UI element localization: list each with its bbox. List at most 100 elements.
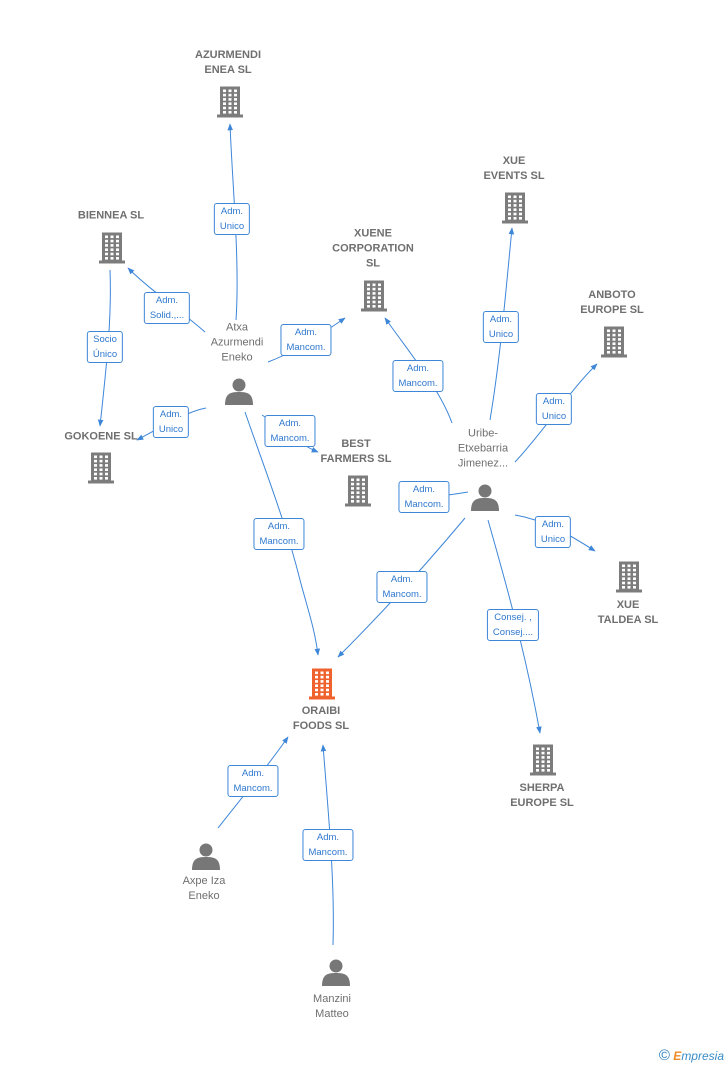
person-icon-atxa[interactable]: [225, 378, 253, 406]
edge-label-line: Adm.: [267, 521, 291, 532]
node-label-gokoene[interactable]: GOKOENE SL: [64, 430, 137, 445]
edge-label-line: Unico: [219, 221, 245, 232]
edge-atxa-to-oraibi: [244, 411, 321, 656]
node-label-line: SL: [365, 257, 381, 270]
edge-label-atxa-to-xuene[interactable]: Adm. Mancom.: [280, 324, 332, 356]
node-label-line: EVENTS SL: [483, 170, 545, 182]
edge-label-uribe-to-xuene[interactable]: Adm. Mancom.: [392, 360, 444, 392]
node-label-xuene[interactable]: XUENE CORPORATION SL: [332, 227, 414, 272]
edge-label-line: Adm.: [406, 363, 430, 374]
edge-label-line: Adm.: [294, 327, 318, 338]
person-icon-uribe[interactable]: [471, 484, 499, 512]
brand-logo-text: mpresia: [681, 1049, 724, 1063]
edge-label-line: Socio: [93, 334, 117, 345]
edge-label-line: Solid.,...: [149, 310, 185, 321]
copyright-icon: ©: [658, 1047, 670, 1064]
edge-label-line: Consej. ,: [494, 612, 532, 623]
edge-label-line: Mancom.: [270, 433, 310, 444]
building-icon-oraibi[interactable]: [309, 668, 335, 700]
node-label-line: FARMERS SL: [320, 453, 392, 465]
edge-label-uribe-to-xuetaldea[interactable]: Adm. Unico: [534, 516, 572, 548]
edge-label-axpe-to-oraibi[interactable]: Adm.Mancom.: [227, 765, 279, 797]
edge-label-uribe-to-sherpa[interactable]: Consej. , Consej....: [486, 609, 540, 641]
edge-label-line: Mancom.: [398, 378, 438, 389]
edge-label-line: Consej....: [492, 627, 534, 638]
person-icon-axpe[interactable]: [192, 843, 220, 871]
edge-label-line: Adm.: [155, 295, 179, 306]
edge-label-uribe-to-bestfarmers[interactable]: Adm. Mancom.: [398, 481, 450, 513]
edge-label-uribe-to-oraibi[interactable]: Adm.Mancom.: [376, 571, 428, 603]
person-icon-manzini[interactable]: [322, 959, 350, 987]
node-label-line: Manzini: [313, 993, 351, 1005]
node-label-line: XUENE: [354, 227, 392, 240]
edge-label-uribe-to-xueevents[interactable]: Adm. Unico: [482, 311, 520, 343]
node-label-line: ENEA SL: [204, 64, 252, 76]
edge-label-atxa-to-oraibi[interactable]: Adm. Mancom.: [253, 518, 305, 550]
node-label-azurmendi[interactable]: AZURMENDI ENEA SL: [195, 48, 261, 78]
node-label-line: Jimenez...: [457, 457, 509, 470]
node-label-line: Azurmendi: [210, 336, 264, 349]
building-icon-bestfarmers[interactable]: [345, 475, 371, 507]
node-label-line: ORAIBI: [301, 705, 341, 717]
edge-label-line: Mancom.: [308, 847, 348, 858]
edge-label-line: Adm.: [412, 484, 436, 495]
edge-label-line: Mancom.: [404, 499, 444, 510]
edge-label-atxa-to-biennea[interactable]: Adm. Solid.,...: [143, 292, 191, 324]
node-label-line: XUE: [616, 599, 640, 611]
edge-label-line: Adm.: [316, 832, 340, 843]
node-label-bestfarmers[interactable]: BEST FARMERS SL: [321, 437, 392, 467]
edge-label-atxa-to-bestfarmers[interactable]: Adm. Mancom.: [264, 415, 316, 447]
node-label-line: Atxa: [225, 321, 249, 334]
brand-logo-initial: E: [673, 1049, 682, 1063]
node-label-line: Matteo: [315, 1008, 349, 1020]
node-label-line: BIENNEA SL: [77, 209, 145, 222]
node-label-line: SHERPA: [519, 782, 565, 794]
edge-label-line: Adm.: [489, 314, 513, 325]
edge-label-line: Unico: [540, 534, 566, 545]
node-label-biennea[interactable]: BIENNEA SL: [78, 209, 144, 224]
building-icon-xueevents[interactable]: [502, 192, 528, 224]
building-icon-anboto[interactable]: [601, 326, 627, 358]
edge-label-line: Unico: [541, 411, 567, 422]
edge-label-line: Único: [92, 349, 118, 360]
edge-label-atxa-to-gokoene[interactable]: Adm. Unico: [152, 406, 190, 438]
copyright-footer: © Empresia: [659, 1047, 724, 1064]
node-label-line: Eneko: [221, 351, 253, 364]
building-icon-xuetaldea[interactable]: [616, 561, 642, 593]
edge-label-line: Mancom.: [233, 783, 273, 794]
edge-label-line: Adm.: [542, 396, 566, 407]
building-icon-azurmendi[interactable]: [217, 86, 243, 118]
edge-label-atxa-to-azurmendi[interactable]: Adm.Unico: [213, 203, 251, 235]
building-icon-biennea[interactable]: [99, 232, 125, 264]
edge-label-manzini-to-oraibi[interactable]: Adm. Mancom.: [302, 829, 354, 861]
edge-label-line: Mancom.: [259, 536, 299, 547]
node-label-line: EUROPE SL: [580, 304, 644, 316]
building-icon-sherpa[interactable]: [530, 744, 556, 776]
node-label-line: Uribe-: [468, 427, 498, 440]
node-label-line: AZURMENDI: [195, 49, 261, 61]
edge-label-line: Mancom.: [286, 342, 326, 353]
node-label-line: BEST: [341, 438, 371, 450]
edge-label-line: Adm.: [159, 409, 183, 420]
edge-label-line: Unico: [158, 424, 184, 435]
edge-label-line: Unico: [488, 329, 514, 340]
building-icon-gokoene[interactable]: [88, 452, 114, 484]
edge-label-line: Adm.: [541, 519, 565, 530]
node-label-line: CORPORATION: [332, 242, 414, 255]
edge-label-uribe-to-anboto[interactable]: Adm. Unico: [535, 393, 573, 425]
building-icon-xuene[interactable]: [361, 280, 387, 312]
edge-label-line: Adm.: [278, 418, 302, 429]
edge-label-line: Adm.: [390, 574, 414, 585]
